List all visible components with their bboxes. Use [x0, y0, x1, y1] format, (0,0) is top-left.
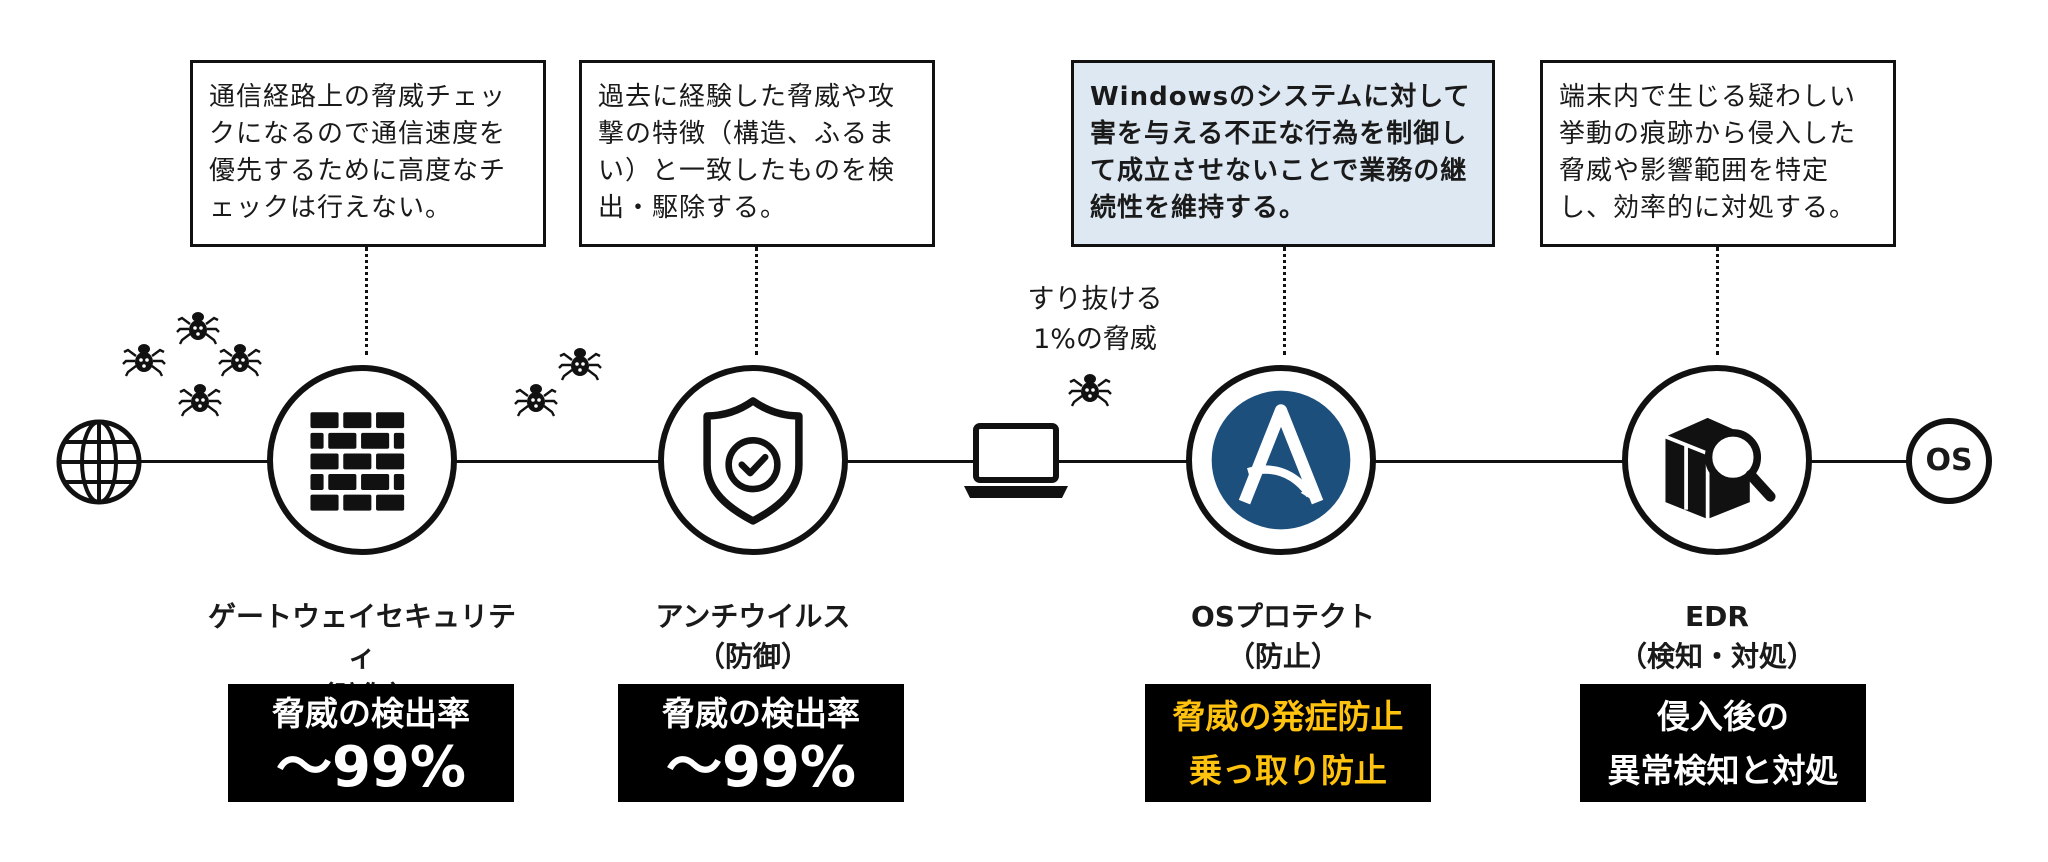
osprotect-stat-line2: 乗っ取り防止: [1189, 751, 1387, 790]
box-search-icon: [1664, 417, 1776, 520]
os-icon: OS: [1906, 418, 1992, 504]
connector-gateway: [365, 247, 368, 355]
threat-label-line2: 1%の脅威: [1033, 324, 1157, 355]
callout-edr: 端末内で生じる疑わしい挙動の痕跡から侵入した脅威や影響範囲を特定し、効率的に対処…: [1540, 60, 1896, 247]
antivirus-stat-line1: 脅威の検出率: [662, 694, 860, 733]
threat-label-line1: すり抜ける: [1027, 284, 1163, 315]
gateway-stat-line1: 脅威の検出率: [272, 694, 470, 733]
gateway-stat-line2: 〜99%: [275, 735, 467, 800]
bug-icon: [1068, 372, 1112, 408]
globe-icon: [56, 419, 142, 505]
edr-stat: 侵入後の 異常検知と対処: [1580, 684, 1866, 802]
osprotect-logo-icon: [1211, 390, 1351, 530]
bug-icon: [176, 310, 220, 346]
edr-node: [1622, 365, 1812, 555]
osprotect-label: OSプロテクト （防止）: [1133, 597, 1433, 677]
callout-gateway: 通信経路上の脅威チェックになるので通信速度を優先するために高度なチェックは行えな…: [190, 60, 546, 247]
connector-edr: [1716, 247, 1719, 355]
edr-sub: （検知・対処）: [1618, 640, 1815, 673]
antivirus-stat: 脅威の検出率 〜99%: [618, 684, 904, 802]
antivirus-stat-line2: 〜99%: [665, 735, 857, 800]
edr-label: EDR （検知・対処）: [1567, 597, 1867, 677]
callout-antivirus: 過去に経験した脅威や攻撃の特徴（構造、ふるまい）と一致したものを検出・駆除する。: [579, 60, 935, 247]
bug-icon: [218, 342, 262, 378]
shield-check-icon: [703, 397, 803, 525]
bug-icon: [178, 382, 222, 418]
antivirus-name: アンチウイルス: [655, 600, 851, 633]
edr-stat-line1: 侵入後の: [1657, 697, 1789, 736]
laptop-icon: [964, 423, 1068, 498]
connector-antivirus: [755, 247, 758, 355]
bug-icon: [122, 342, 166, 378]
connector-osprotect: [1283, 247, 1286, 355]
threat-label: すり抜ける 1%の脅威: [1010, 280, 1180, 360]
osprotect-node: [1186, 365, 1376, 555]
bug-icon: [514, 382, 558, 418]
osprotect-stat-line1: 脅威の発症防止: [1172, 697, 1404, 736]
antivirus-sub: （防御）: [696, 640, 809, 673]
callout-osprotect: Windowsのシステムに対して害を与える不正な行為を制御して成立させないことで…: [1071, 60, 1495, 247]
gateway-node: [267, 365, 457, 555]
gateway-stat: 脅威の検出率 〜99%: [228, 684, 514, 802]
bug-icon: [558, 346, 602, 382]
osprotect-name: OSプロテクト: [1191, 600, 1375, 633]
gateway-name: ゲートウェイセキュリティ: [207, 600, 516, 673]
edr-name: EDR: [1685, 600, 1749, 633]
edr-stat-line2: 異常検知と対処: [1607, 751, 1839, 790]
osprotect-sub: （防止）: [1226, 640, 1339, 673]
antivirus-label: アンチウイルス （防御）: [603, 597, 903, 677]
osprotect-stat: 脅威の発症防止 乗っ取り防止: [1145, 684, 1431, 802]
firewall-icon: [310, 412, 405, 511]
antivirus-node: [658, 365, 848, 555]
